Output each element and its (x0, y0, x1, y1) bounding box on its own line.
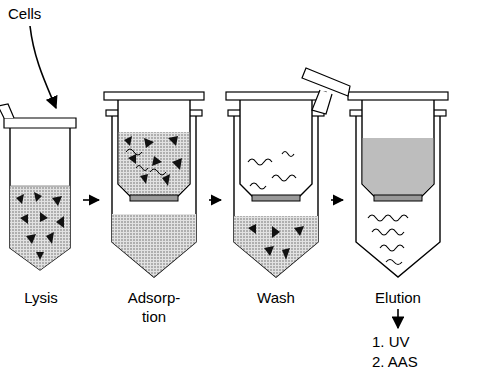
step-arrow (331, 199, 343, 201)
analysis-label: 2. AAS (372, 352, 418, 371)
step-caption: Wash (226, 288, 326, 307)
input-label: Cells (8, 4, 41, 23)
step-tube: Elution (344, 92, 452, 307)
step-caption: Elution (348, 288, 448, 307)
step-arrow (83, 199, 99, 201)
step-caption: Lysis (3, 288, 79, 307)
step-tube: Adsorp- tion (100, 92, 208, 326)
analysis-label: 1. UV (372, 332, 410, 351)
step-tube: Lysis (0, 118, 82, 307)
step-tube: Wash (222, 92, 330, 307)
step-arrow (209, 199, 221, 201)
step-caption: Adsorp- tion (123, 288, 185, 326)
